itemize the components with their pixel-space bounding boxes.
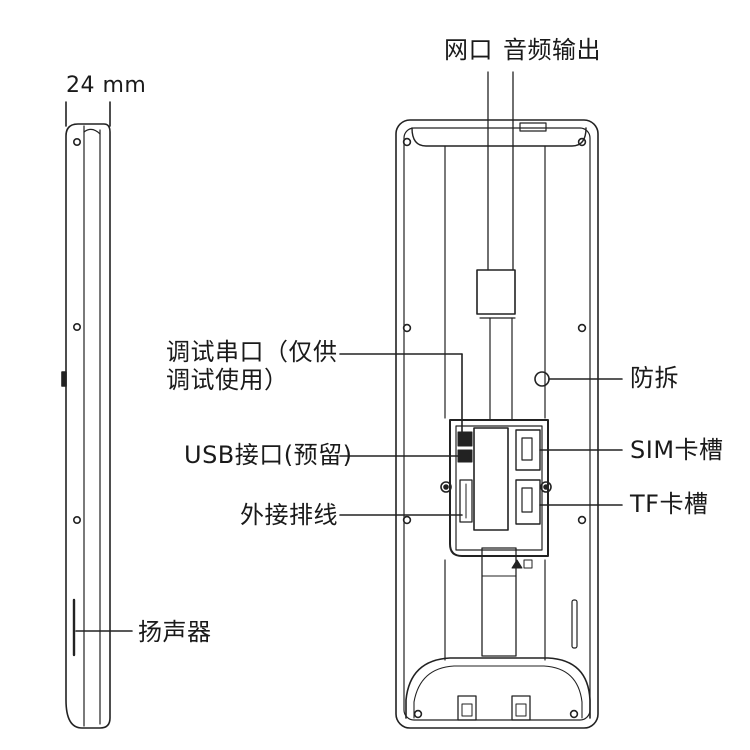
network-port-block [476,269,516,315]
usb-port-label: USB接口(预留) [184,441,353,469]
side-screw-1 [73,138,82,147]
network-port-label: 网口 [444,36,493,64]
screw-top-right [577,137,587,147]
sim-slot-block [515,429,541,471]
sim-slot-label: SIM卡槽 [630,436,724,464]
width-label: 24 mm [66,73,147,98]
compartment-outline [449,419,549,557]
side-body-outline [65,123,111,729]
warning-triangle-icon [511,559,523,569]
side-button [61,371,67,387]
external-cable-label: 外接排线 [240,501,338,529]
bottom-tab-left-inner [461,703,473,717]
audio-out-label: 音频输出 [503,36,601,64]
cable-connector [459,479,473,523]
screw-mid-right [577,323,587,333]
screw-mid-left [402,323,412,333]
bottom-tab-right [511,695,531,721]
top-ridge [411,127,587,147]
screw-top-left [402,137,412,147]
back-view [339,71,623,729]
bottom-bracket-inner [413,665,583,719]
screw-bottom-right [569,709,579,719]
side-slot [571,599,578,649]
screw-lower-right [577,515,587,525]
screw-bottom-left [413,709,423,719]
compartment-screw-left [440,481,452,493]
side-view [61,101,133,729]
back-inner-body [403,127,591,721]
back-outer-body [395,119,599,729]
debug-connector [457,431,473,447]
bottom-tab-right-inner [515,703,527,717]
compartment-screw-left-core [443,484,449,490]
bottom-tab-left [457,695,477,721]
side-screw-3 [73,515,82,524]
tf-slot-label: TF卡槽 [630,490,709,518]
compartment-screw-right-core [543,484,549,490]
tamper-button [534,371,550,387]
compartment-inner [455,425,543,551]
debug-serial-label-line2: 调试使用） [166,366,289,394]
warning-mark [523,559,533,569]
side-screw-2 [73,322,82,331]
board-module [473,427,509,531]
side-top-cap [83,128,101,135]
compartment-screw-right [540,481,552,493]
tf-slot-inner [521,487,533,513]
debug-serial-label: 调试串口（仅供 调试使用） [166,338,338,394]
speaker-label: 扬声器 [138,618,212,646]
bottom-bracket [405,657,591,719]
top-ridge-tab [519,122,547,132]
usb-connector [457,449,473,463]
sim-slot-inner [521,437,533,461]
tamper-label: 防拆 [630,364,679,392]
tf-slot-block [515,479,541,525]
ribbon-cable [481,547,517,657]
debug-serial-label-line1: 调试串口（仅供 [166,338,338,366]
screw-lower-left [402,515,412,525]
